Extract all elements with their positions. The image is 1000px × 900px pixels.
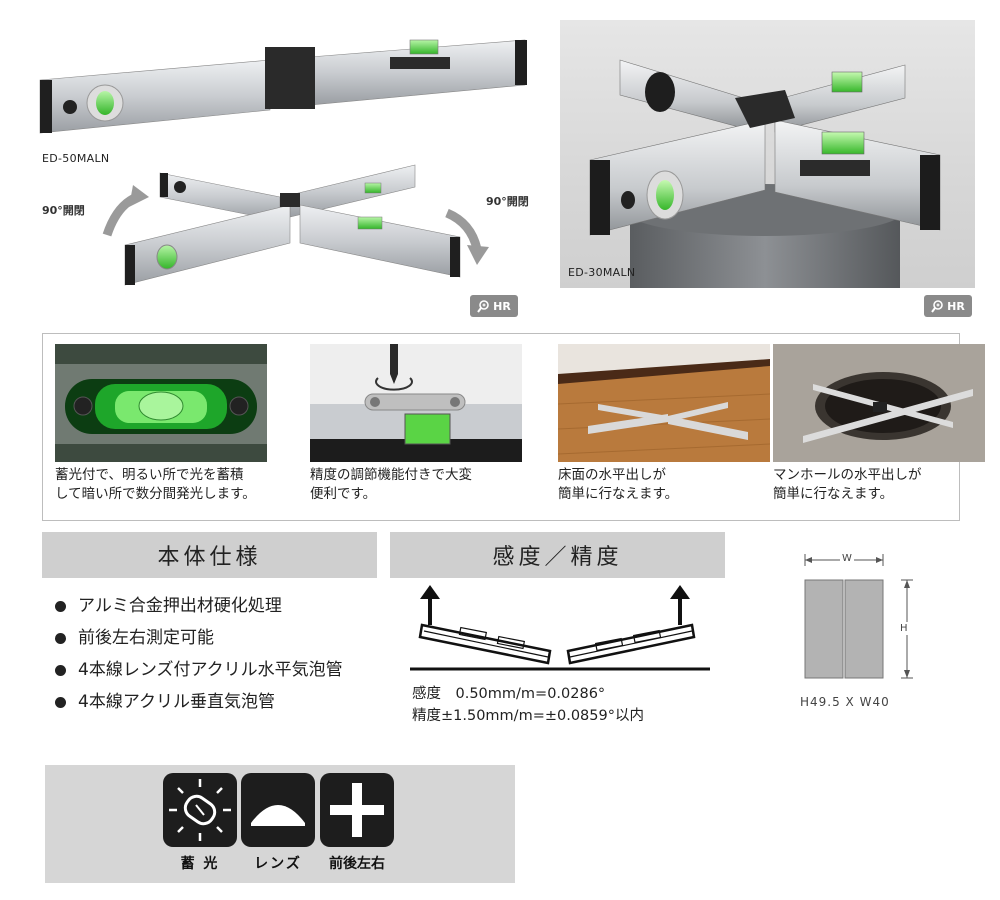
section-header-body-spec: 本体仕様 <box>42 532 377 578</box>
cross-photo-illustration <box>589 59 941 288</box>
dimension-size-text: H49.5 X W40 <box>800 695 890 709</box>
dimension-w-label: W <box>840 553 854 564</box>
lens-icon <box>241 773 315 847</box>
section-header-accuracy: 感度／精度 <box>390 532 725 578</box>
arrow-up-left-icon <box>420 585 440 625</box>
feature-photo-manhole <box>773 344 985 462</box>
spec-item: アルミ合金押出材硬化処理 <box>55 590 343 622</box>
spec-item: 前後左右測定可能 <box>55 622 343 654</box>
accuracy-text: 精度±1.50mm/m=±0.0859°以内 <box>412 708 644 724</box>
magnify-icon <box>931 299 943 313</box>
cross-section-diagram <box>804 554 913 679</box>
accuracy-values: 感度 0.50mm/m=0.0286° 精度±1.50mm/m=±0.0859°… <box>412 683 644 727</box>
hr-label: HR <box>947 299 965 313</box>
feature-caption-manhole: マンホールの水平出しが 簡単に行なえます。 <box>773 467 922 502</box>
product-image-long <box>25 25 530 325</box>
feature-photo-adjust <box>310 344 522 462</box>
icon-label-lens: レンズ <box>254 856 302 872</box>
feature-floor: 床面の水平出しが 簡単に行なえます。 <box>558 344 770 504</box>
icon-label-luminous: 蓄 光 <box>180 856 220 872</box>
bullet-icon <box>55 664 66 676</box>
rotate-label-right: 90°開閉 <box>486 195 529 208</box>
model-label-short: ED-30MALN <box>568 266 636 279</box>
feature-caption-floor: 床面の水平出しが 簡単に行なえます。 <box>558 467 679 502</box>
bullet-icon <box>55 696 66 708</box>
arrow-up-right-icon <box>670 585 690 625</box>
feature-caption-luminous: 蓄光付で、明るい所で光を蓄積 して暗い所で数分間発光します。 <box>55 467 256 502</box>
zoom-hr-button-left[interactable]: HR <box>470 295 518 317</box>
feature-luminous: 蓄光付で、明るい所で光を蓄積 して暗い所で数分間発光します。 <box>55 344 267 504</box>
feature-caption-adjust: 精度の調節機能付きで大変 便利です。 <box>310 467 472 502</box>
bullet-icon <box>55 600 66 612</box>
magnify-icon <box>477 299 489 313</box>
icon-label-cross: 前後左右 <box>329 856 385 872</box>
dimension-h-label: H <box>900 622 908 635</box>
cross-icon <box>320 773 394 847</box>
feature-panel: 蓄光付で、明るい所で光を蓄積 して暗い所で数分間発光します。 精度の調節機能付き… <box>42 333 985 521</box>
feature-icons-panel: 蓄 光 レンズ 前後左右 <box>45 765 515 883</box>
accuracy-diagram <box>410 585 710 671</box>
product-photo-cross <box>560 20 975 288</box>
bullet-icon <box>55 632 66 644</box>
feature-photo-floor <box>558 344 770 462</box>
level-illustration-left <box>39 39 527 286</box>
luminous-icon <box>163 773 237 847</box>
spec-item: 4本線アクリル垂直気泡管 <box>55 686 343 718</box>
feature-photo-vial <box>55 344 267 462</box>
sensitivity-text: 感度 0.50mm/m=0.0286° <box>412 686 606 702</box>
rotate-label-left: 90°開閉 <box>42 204 85 217</box>
spec-list: アルミ合金押出材硬化処理 前後左右測定可能 4本線レンズ付アクリル水平気泡管 4… <box>55 590 343 718</box>
zoom-hr-button-right[interactable]: HR <box>924 295 972 317</box>
spec-item: 4本線レンズ付アクリル水平気泡管 <box>55 654 343 686</box>
hr-label: HR <box>493 299 511 313</box>
model-label-long: ED-50MALN <box>42 152 110 165</box>
feature-manhole: マンホールの水平出しが 簡単に行なえます。 <box>773 344 985 504</box>
feature-adjust: 精度の調節機能付きで大変 便利です。 <box>310 344 522 504</box>
